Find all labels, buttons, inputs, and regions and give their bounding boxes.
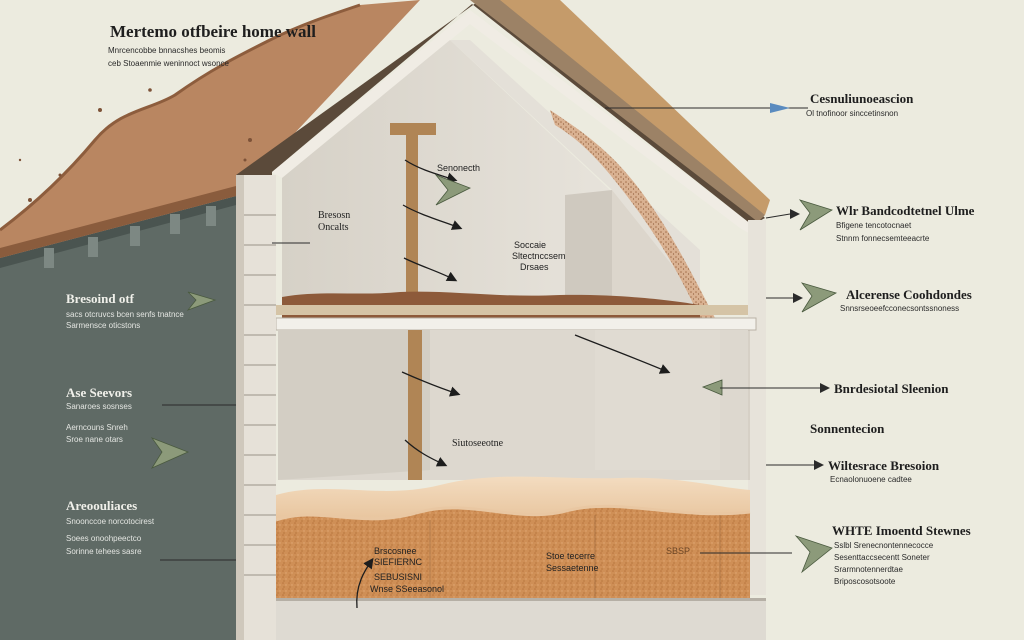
arrow-ground-2 <box>404 439 448 467</box>
left-label-bresoind-title: Bresoind otf <box>66 291 135 306</box>
right-label-alcerense-title: Alcerense Coohdondes <box>846 287 972 302</box>
arrow-attic-3 <box>403 257 458 282</box>
right-label-sonnentecion-title: Sonnentecion <box>810 421 885 436</box>
left-label-areo-sub-2: Soees onoohpeectco <box>66 534 142 543</box>
right-label-whte-title: WHTE Imoentd Stewnes <box>832 523 971 538</box>
arrow-attic-1 <box>404 159 458 183</box>
inner-label-middle: Siutoseeotne <box>452 438 504 449</box>
arrow-ground-3 <box>574 334 671 374</box>
inner-label-attic-2a: Bresosn <box>318 210 351 221</box>
inner-label-base-2b: Sessaetenne <box>546 563 599 573</box>
stone-column <box>236 175 276 640</box>
arrow-pointer-whte <box>794 535 833 574</box>
inner-arrows <box>356 159 671 609</box>
arrow-pointer-bresoind <box>186 291 217 311</box>
left-label-bresoind-sub-1: sacs otcruvcs bcen senfs tnatnce <box>66 310 184 319</box>
foundation-insulation <box>236 476 766 640</box>
left-label-ase-sub-1: Sanaroes sosnses <box>66 402 132 411</box>
right-label-cesnuli-title: Cesnuliunoeascion <box>810 91 914 106</box>
arrow-pointer-attic <box>434 174 471 206</box>
left-label-ase-sub-2: Aerncouns Snreh <box>66 423 128 432</box>
right-label-bnrdes-title: Bnrdesiotal Sleenion <box>834 381 949 396</box>
inner-label-base-1a: Brscosnee <box>374 546 417 556</box>
ground-room <box>278 330 748 480</box>
title-subline-2: ceb Stoaenmie weninnoct wsonce <box>108 59 229 68</box>
arrow-pointer-ase <box>150 437 190 469</box>
arrow-pointer-wlr <box>798 199 833 231</box>
arrow-pointer-alcerense <box>800 282 838 313</box>
inner-label-base-2a: Stoe tecerre <box>546 551 596 561</box>
right-label-cesnuli-sub-1: Ol tnofinoor sinccetinsnon <box>806 109 899 118</box>
right-label-wlr-sub-1: Bfigene tencotocnaet <box>836 221 912 230</box>
arrow-base-1 <box>356 557 374 609</box>
leader-arrowheads <box>770 103 790 113</box>
right-label-wiltesrace-sub-1: Ecnaolonuoene cadtee <box>830 475 912 484</box>
outer-wall <box>0 196 236 640</box>
inner-label-base-3: SBSP <box>666 546 691 556</box>
pointer-arrows <box>150 174 838 574</box>
floor-slab <box>275 317 757 331</box>
inner-label-attic-2b: Oncalts <box>318 222 349 233</box>
title-subline-1: Mnrcencobbe bnnacshes beomis <box>108 46 226 55</box>
leader-arrowheads-dark <box>790 209 830 470</box>
right-label-whte-sub-2: Sesenttaccsecentt Soneter <box>834 553 930 562</box>
diagram-title: Mertemo otfbeire home wall <box>110 22 316 41</box>
arrow-ground-1 <box>401 371 461 397</box>
inner-label-attic-1: Senonecth <box>437 163 481 173</box>
right-label-alcerense-sub-1: Snnsrseoeefcconecsontssnoness <box>840 304 960 313</box>
right-label-wiltesrace-title: Wiltesrace Bresoion <box>828 458 940 473</box>
inner-label-base-1b: SIEFIERNC <box>374 557 423 567</box>
inner-label-attic-3b: Sltectnccsem <box>512 251 566 261</box>
inner-label-base-1d: Wnse SSeeasonol <box>370 584 445 594</box>
left-label-ase-title: Ase Seevors <box>66 385 133 400</box>
right-label-whte-sub-4: Briposcosotsoote <box>834 577 896 586</box>
inner-label-attic-3c: Drsaes <box>520 262 549 272</box>
roof-soil-layer <box>0 0 420 258</box>
right-label-whte-sub-1: Sslbl Srenecnontennecocce <box>834 541 934 550</box>
left-label-ase-sub-3: Sroe nane otars <box>66 435 123 444</box>
inner-label-attic-3a: Soccaie <box>514 240 547 250</box>
right-label-wlr-sub-2: Stnnm fonnecsemteeacrte <box>836 234 930 243</box>
inner-label-base-1c: SEBUSISNI <box>374 572 423 582</box>
left-label-bresoind-sub-2: Sarmensce oticstons <box>66 321 141 330</box>
right-label-wlr-title: Wlr Bandcodtetnel Ulme <box>836 203 975 218</box>
left-label-areo-title: Areoouliaces <box>66 498 138 513</box>
arrow-attic-2 <box>402 204 463 230</box>
left-label-areo-sub-1: Snoonccoe norcotocirest <box>66 517 155 526</box>
left-label-areo-sub-3: Sorinne tehees sasre <box>66 547 142 556</box>
right-label-whte-sub-3: Srarmnotennerdtae <box>834 565 903 574</box>
